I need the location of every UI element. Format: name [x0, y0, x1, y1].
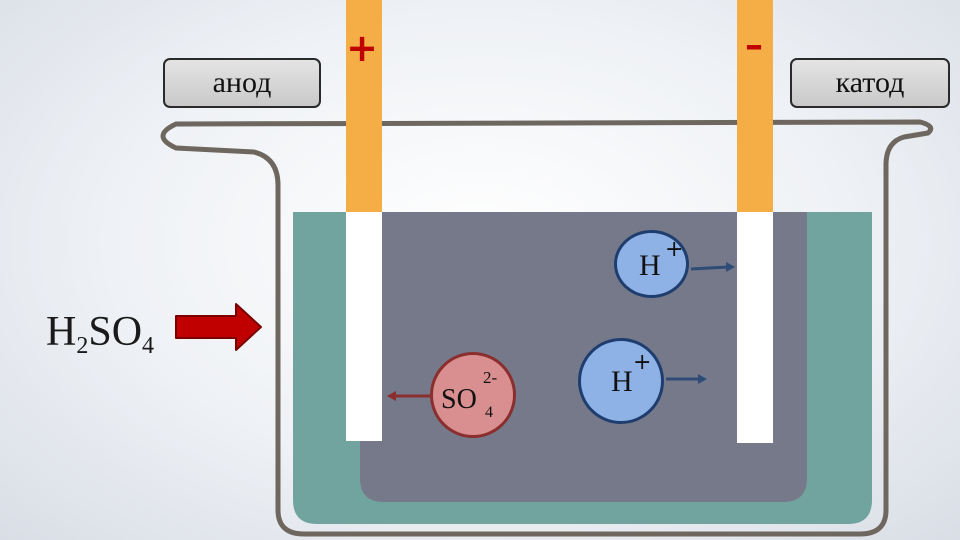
ion-charge: + — [633, 350, 652, 375]
anode-electrode-top — [346, 0, 382, 212]
anode-label: анод — [163, 58, 321, 108]
ion-charge: 2- — [483, 368, 498, 387]
electrolyte-formula: H2SO4 — [46, 307, 154, 371]
ion-charge: + — [665, 237, 684, 262]
hydrogen-ion: H + — [614, 230, 689, 298]
formula-h-subscript: 2 — [76, 333, 89, 359]
ion-symbol: SO — [441, 384, 477, 415]
formula-h: H — [46, 309, 77, 355]
hydrogen-ion: H + — [578, 338, 664, 424]
anode-plus-sign: + — [346, 26, 378, 70]
ion-subscript: 4 — [485, 404, 493, 421]
h-ion-2-arrow — [666, 374, 707, 384]
h-ion-1-arrow — [690, 262, 735, 272]
formula-so: SO — [88, 309, 143, 355]
vessel-outline — [160, 119, 934, 537]
cathode-label: катод — [790, 58, 950, 108]
so4-ion-arrow — [387, 391, 430, 401]
ion-symbol: H — [639, 249, 661, 282]
formula-o-subscript: 4 — [142, 333, 155, 359]
cathode-electrode-top — [737, 0, 773, 212]
ion-symbol: H — [611, 365, 633, 398]
anode-electrode-bottom — [346, 212, 382, 441]
cathode-electrode-bottom — [737, 212, 773, 443]
sulfate-ion: SO 4 2- — [430, 352, 516, 438]
cathode-minus-sign: – — [745, 25, 763, 66]
electrolyte-arrow — [175, 303, 262, 351]
